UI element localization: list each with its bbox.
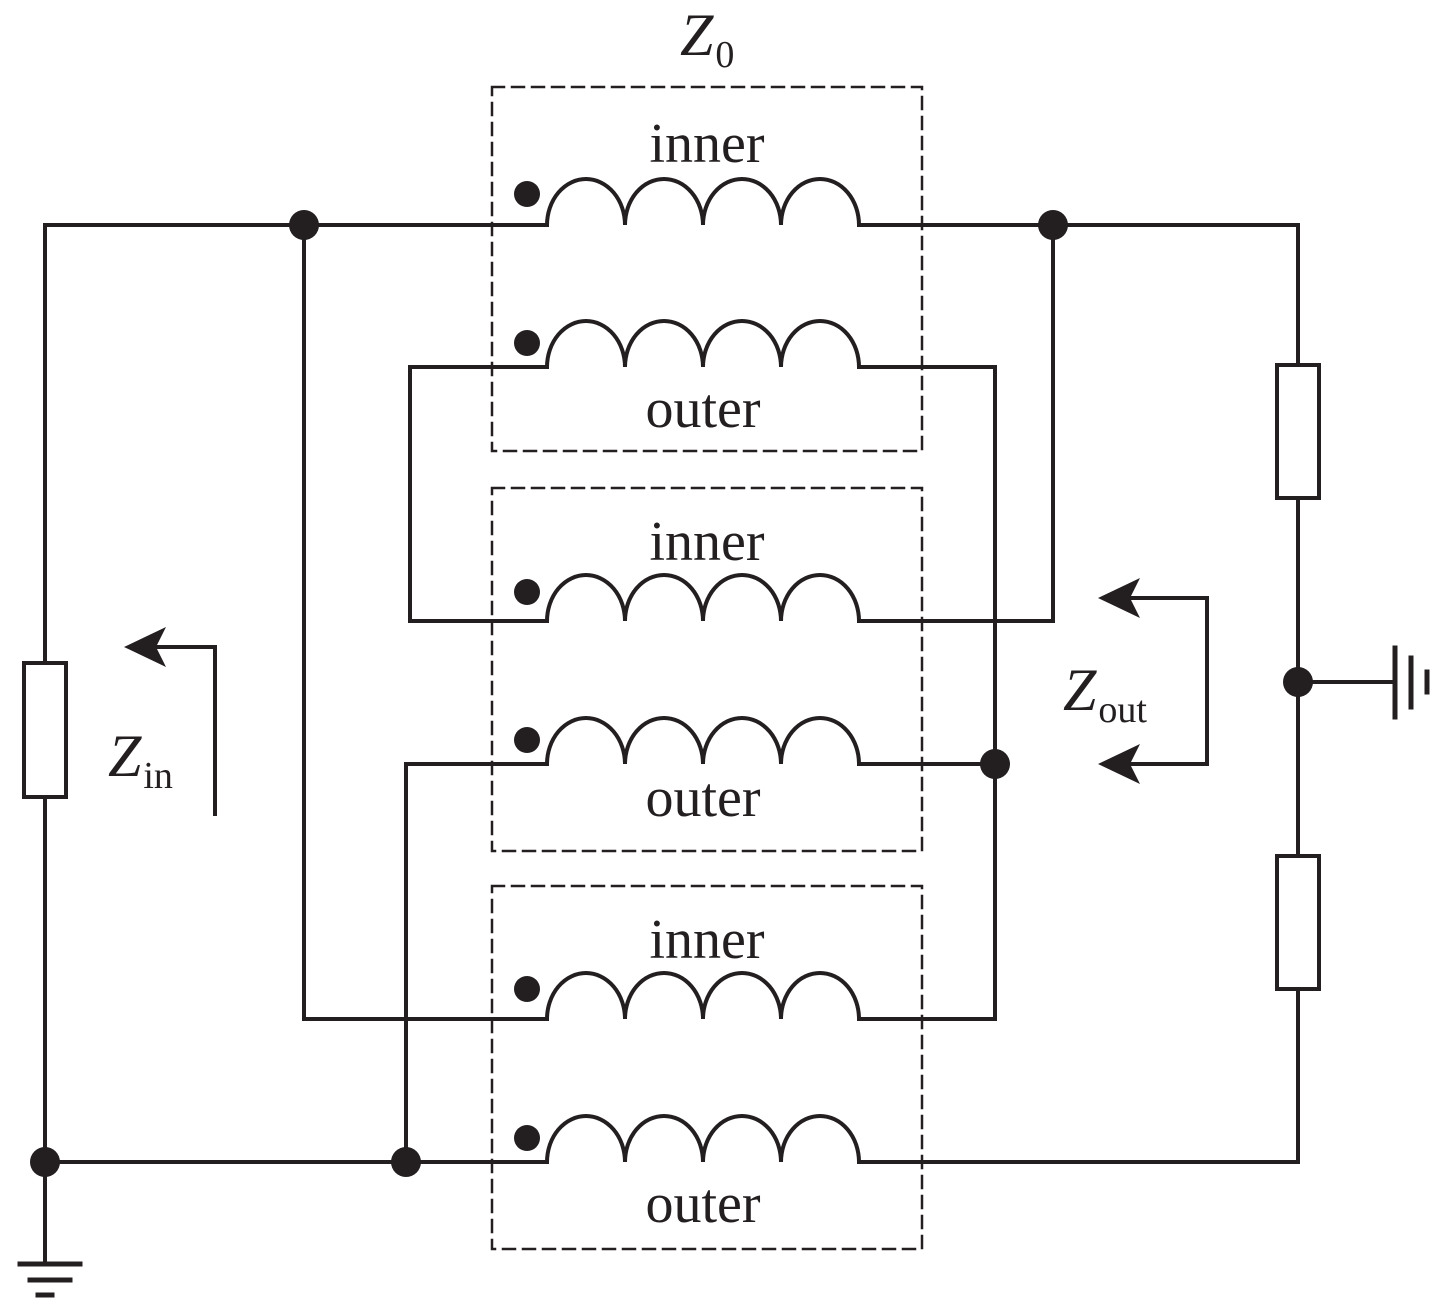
zin-label: Zin (108, 723, 173, 797)
junction-dot (1038, 210, 1068, 240)
winding-6-coil (544, 1114, 862, 1165)
junction-dot (30, 1147, 60, 1177)
wire-top-right (857, 223, 1300, 367)
junction-dot (391, 1147, 421, 1177)
winding-label: inner (649, 113, 764, 175)
transformer-box-3 (490, 884, 924, 1251)
polarity-dot (514, 579, 540, 605)
polarity-dot (514, 1125, 540, 1151)
wire-winding4-left (404, 762, 549, 1164)
resistor-input (22, 661, 68, 799)
polarity-dot (514, 330, 540, 356)
winding-5-coil (544, 971, 862, 1022)
chassis-ground-icon (1392, 645, 1430, 720)
zout-label: Zout (1063, 657, 1147, 731)
winding-label: outer (645, 767, 760, 829)
winding-label: inner (649, 909, 764, 971)
zin-arrow-line (138, 645, 217, 816)
winding-label: inner (649, 511, 764, 573)
polarity-dot (514, 181, 540, 207)
wire-right-bus (857, 223, 1055, 623)
ground-icon (17, 1261, 83, 1298)
transformer-box-2 (490, 486, 924, 853)
transformer-box-1 (490, 85, 924, 453)
junction-dot (1283, 667, 1313, 697)
winding-3-coil (544, 573, 862, 624)
wire-outer-bus (857, 365, 997, 1021)
wire-right-bottom (857, 987, 1300, 1164)
resistor-output-bottom (1275, 854, 1321, 991)
winding-label: outer (645, 378, 760, 440)
resistor-output-top (1275, 363, 1321, 500)
winding-1-coil (544, 177, 862, 228)
zin-arrow-head (124, 627, 166, 667)
winding-label: outer (645, 1173, 760, 1235)
junction-dot (289, 210, 319, 240)
winding-4-coil (544, 716, 862, 767)
polarity-dot (514, 727, 540, 753)
wire-winding2-loop (408, 365, 549, 623)
polarity-dot (514, 976, 540, 1002)
zout-arrow-line (1113, 596, 1209, 766)
z0-label: Z0 (680, 2, 734, 76)
zout-arrow-head-bottom (1098, 744, 1140, 784)
zout-arrow-head-top (1098, 578, 1140, 618)
wire-input-top (43, 223, 549, 665)
junction-dot (980, 749, 1010, 779)
winding-2-coil (544, 319, 862, 370)
wire-left-bus (302, 223, 549, 1021)
